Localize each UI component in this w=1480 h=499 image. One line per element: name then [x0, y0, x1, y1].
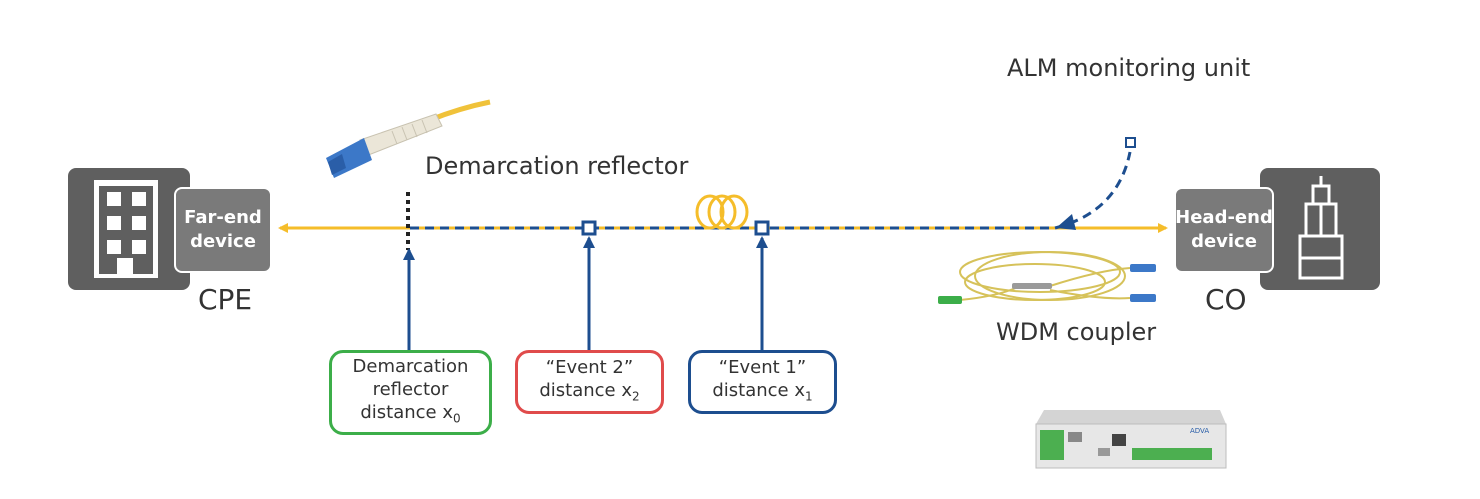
demarcation-distance-box: Demarcation reflector distance x0: [329, 350, 492, 435]
event-1-distance-box: “Event 1” distance x1: [688, 350, 837, 414]
demarcation-box-distance: distance x0: [360, 401, 461, 426]
alm-unit-label: ALM monitoring unit: [1007, 54, 1251, 82]
fiber-spool-icon: [695, 194, 749, 230]
event-2-box-distance: distance x2: [539, 379, 640, 404]
event-1-box-distance: distance x1: [712, 379, 813, 404]
event-2-distance-box: “Event 2” distance x2: [515, 350, 664, 414]
far-end-device-label: Far-end device: [173, 206, 273, 254]
wdm-coupler-icon: [938, 251, 1156, 304]
alm-branch-arrow: [1056, 214, 1076, 230]
far-end-line-2: device: [190, 231, 256, 252]
alm-branch-path: [1054, 151, 1132, 230]
svg-text:ADVA: ADVA: [1190, 427, 1209, 435]
far-end-line-1: Far-end: [184, 207, 262, 228]
demarcation-box-line-2: reflector: [372, 378, 449, 400]
demarcation-box-line-1: Demarcation: [352, 355, 469, 377]
event-2-box-line-1: “Event 2”: [545, 356, 634, 378]
lc-connector-icon: [326, 99, 491, 178]
event-2-marker: [581, 220, 597, 236]
demarcation-reflector-label: Demarcation reflector: [425, 152, 689, 180]
alm-port-marker: [1125, 137, 1136, 148]
event-1-marker: [754, 220, 770, 236]
event-1-box-line-1: “Event 1”: [718, 356, 807, 378]
head-end-line-2: device: [1191, 231, 1257, 252]
co-label: CO: [1205, 283, 1247, 316]
co-building-icon: [1260, 168, 1380, 290]
head-end-line-1: Head-end: [1175, 207, 1273, 228]
far-end-device-box: [174, 187, 272, 273]
alm-device-icon: ADVA: [1035, 410, 1227, 469]
head-end-device-box: [1174, 187, 1274, 273]
wdm-coupler-label: WDM coupler: [996, 318, 1157, 346]
building-icon: [68, 168, 190, 290]
head-end-device-label: Head-end device: [1174, 206, 1274, 254]
cpe-label: CPE: [198, 283, 253, 316]
